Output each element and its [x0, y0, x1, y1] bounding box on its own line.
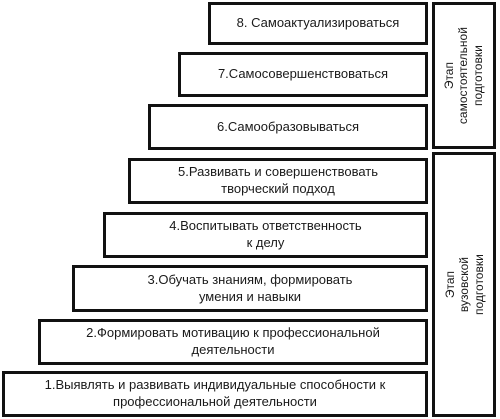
step-3: 3.Обучать знаниям, формировать умения и … [72, 265, 428, 312]
stage-university-label: Этап вузовской подготовки [442, 254, 486, 315]
step-1-label: 1.Выявлять и развивать индивидуальные сп… [44, 377, 386, 409]
step-4-label: 4.Воспитывать ответственность к делу [169, 218, 362, 250]
step-2-label: 2.Формировать мотивацию к профессиональн… [86, 325, 380, 357]
step-2: 2.Формировать мотивацию к профессиональн… [38, 319, 428, 365]
stage-independent-preparation: Этап самостоятельной подготовки [432, 2, 496, 149]
step-6-label: 6.Самообразовываться [216, 118, 360, 134]
stage-independent-label: Этап самостоятельной подготовки [442, 26, 486, 125]
step-7: 7.Самосовершенствоваться [178, 52, 428, 97]
step-4: 4.Воспитывать ответственность к делу [103, 212, 428, 258]
step-3-label: 3.Обучать знаниям, формировать умения и … [147, 271, 353, 304]
step-5: 5.Развивать и совершенствовать творчески… [128, 158, 428, 204]
step-6: 6.Самообразовываться [148, 104, 428, 150]
step-7-label: 7.Самосовершенствоваться [217, 66, 389, 82]
stage-university-preparation: Этап вузовской подготовки [432, 152, 496, 417]
step-1: 1.Выявлять и развивать индивидуальные сп… [2, 371, 428, 417]
step-5-label: 5.Развивать и совершенствовать творчески… [177, 164, 379, 196]
step-8: 8. Самоактуализироваться [208, 2, 428, 45]
step-8-label: 8. Самоактуализироваться [236, 15, 400, 31]
